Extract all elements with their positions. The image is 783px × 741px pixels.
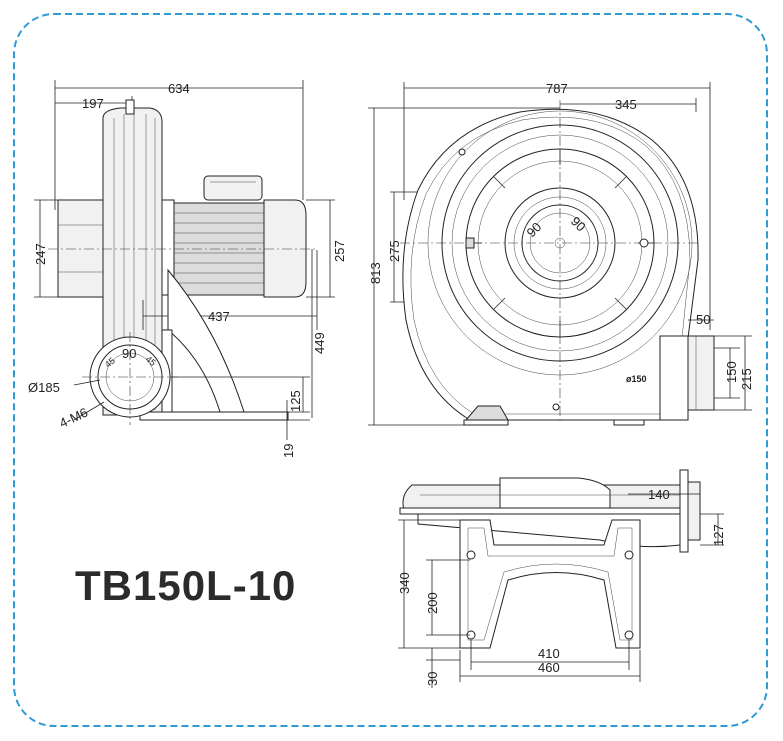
dim-base-depth: 340 — [397, 572, 412, 594]
dim-motor-height: 247 — [33, 243, 48, 265]
dim-outlet-inner: 150 — [724, 361, 739, 383]
dim-flange-holes: 4-M6 — [57, 405, 90, 431]
outlet-label: ø150 — [626, 374, 647, 384]
dim-overall-length: 634 — [168, 81, 190, 96]
flange-angle-3: 45 — [144, 354, 158, 368]
dashed-frame — [13, 13, 768, 727]
dim-hole-offset: 30 — [425, 672, 440, 686]
dim-inlet-offset: 197 — [82, 96, 104, 111]
dim-outlet-outer: 215 — [739, 368, 754, 390]
dim-overall-width: 787 — [546, 81, 568, 96]
flange-angle-1: 45 — [103, 355, 117, 369]
dim-hole-spacing-depth: 200 — [425, 592, 440, 614]
dim-center-to-edge: 345 — [615, 97, 637, 112]
dim-outlet-offset: 50 — [696, 312, 710, 327]
front-view: 787 345 813 275 — [368, 81, 754, 426]
dim-outlet-length: 140 — [648, 487, 670, 502]
dim-flange-width: 127 — [711, 524, 726, 546]
dim-overall-height: 813 — [368, 262, 383, 284]
flange-angle-2: 90 — [122, 346, 136, 361]
dim-base-thickness: 19 — [281, 444, 296, 458]
side-view: 634 197 247 — [28, 80, 347, 458]
dim-flange-diameter: Ø185 — [28, 380, 60, 395]
dim-motor-width: 257 — [332, 240, 347, 262]
bottom-view: 140 127 340 200 30 410 — [397, 469, 726, 688]
model-title: TB150L-10 — [75, 562, 297, 609]
dim-inlet-height: 275 — [387, 240, 402, 262]
dim-motor-length: 437 — [208, 309, 230, 324]
dim-base-width: 460 — [538, 660, 560, 675]
dim-flange-height: 125 — [288, 390, 303, 412]
dim-hole-spacing-width: 410 — [538, 646, 560, 661]
dim-center-height: 449 — [312, 332, 327, 354]
